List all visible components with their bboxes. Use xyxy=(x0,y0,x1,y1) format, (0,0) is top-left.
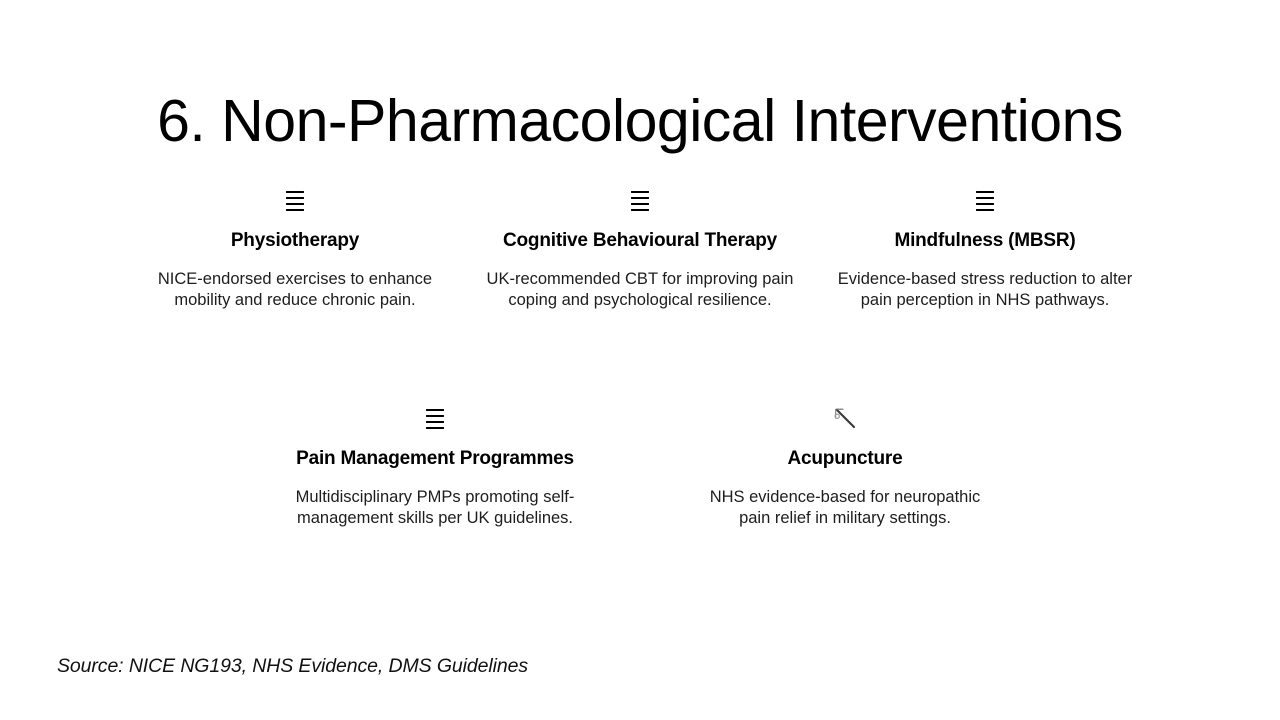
intervention-card-pain-management-programmes: Pain Management Programmes Multidiscipli… xyxy=(230,404,640,530)
list-bars-icon xyxy=(976,186,994,216)
intervention-title: Pain Management Programmes xyxy=(296,448,574,469)
acupuncture-needle-icon xyxy=(832,404,858,434)
intervention-description: NICE-endorsed exercises to enhance mobil… xyxy=(157,269,433,310)
intervention-description: Evidence-based stress reduction to alter… xyxy=(837,269,1133,310)
list-bars-icon xyxy=(426,404,444,434)
intervention-title: Acupuncture xyxy=(787,448,903,469)
intervention-card-mindfulness: Mindfulness (MBSR) Evidence-based stress… xyxy=(813,186,1158,312)
source-citation: Source: NICE NG193, NHS Evidence, DMS Gu… xyxy=(57,655,528,677)
intervention-row-2: Pain Management Programmes Multidiscipli… xyxy=(0,404,1280,530)
intervention-title: Mindfulness (MBSR) xyxy=(894,230,1076,251)
intervention-title: Physiotherapy xyxy=(230,230,360,251)
intervention-description: NHS evidence-based for neuropathic pain … xyxy=(709,487,981,528)
page-title: 6. Non-Pharmacological Interventions xyxy=(157,87,1123,154)
intervention-title: Cognitive Behavioural Therapy xyxy=(503,230,777,251)
intervention-row-1: Physiotherapy NICE-endorsed exercises to… xyxy=(0,186,1280,312)
intervention-card-cbt: Cognitive Behavioural Therapy UK-recomme… xyxy=(468,186,813,312)
list-bars-icon xyxy=(631,186,649,216)
intervention-card-acupuncture: Acupuncture NHS evidence-based for neuro… xyxy=(640,404,1050,530)
intervention-description: Multidisciplinary PMPs promoting self-ma… xyxy=(295,487,575,528)
intervention-card-physiotherapy: Physiotherapy NICE-endorsed exercises to… xyxy=(123,186,468,312)
intervention-description: UK-recommended CBT for improving pain co… xyxy=(486,269,794,310)
list-bars-icon xyxy=(286,186,304,216)
